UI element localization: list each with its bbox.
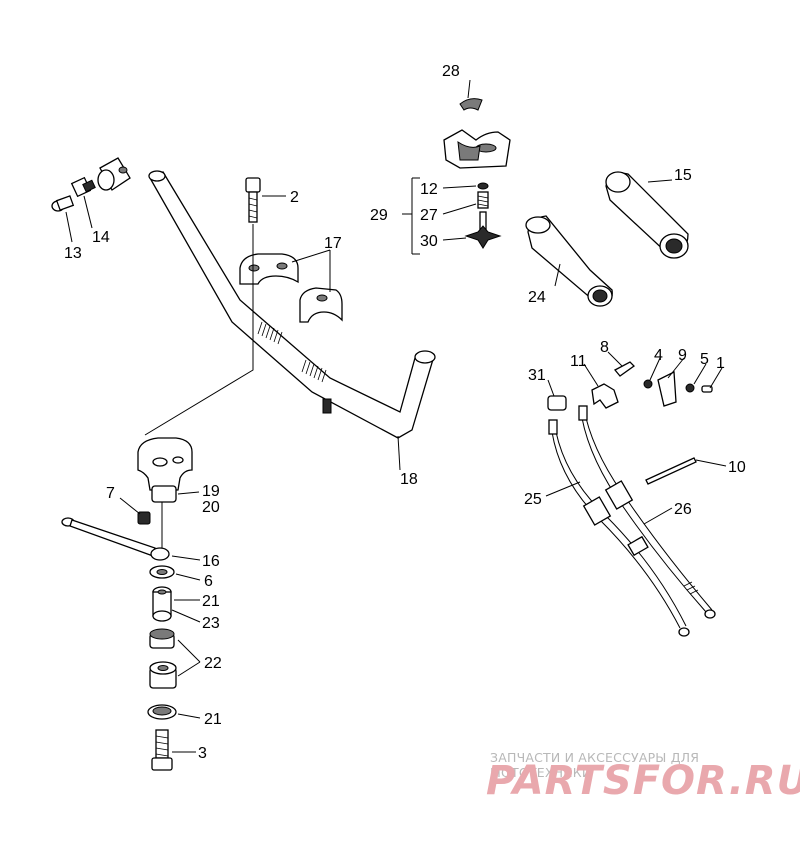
callout-21a: 21	[202, 593, 220, 610]
throttle-clamp-parts	[443, 98, 511, 249]
callout-2: 2	[290, 189, 299, 206]
callout-20: 20	[202, 499, 220, 516]
watermark-tagline: ЗАПЧАСТИ И АКСЕССУАРЫ ДЛЯ МОТОТЕХНИКИ	[490, 750, 700, 780]
callout-12: 12	[420, 181, 438, 198]
callout-1: 1	[716, 355, 725, 372]
callout-13: 13	[64, 245, 82, 262]
callout-24: 24	[528, 289, 546, 306]
control-cables-part	[548, 405, 716, 637]
handlebar-part	[148, 170, 436, 439]
callout-28: 28	[442, 63, 460, 80]
ground-strap-part	[61, 517, 170, 561]
callout-29: 29	[370, 207, 388, 224]
throttle-grip-part	[525, 215, 613, 307]
callout-7: 7	[106, 485, 115, 502]
callout-19: 19	[202, 483, 220, 500]
callout-18: 18	[400, 471, 418, 488]
watermark-logo: PARTSFOR.RU	[486, 758, 800, 804]
callout-22: 22	[204, 655, 222, 672]
callout-23: 23	[202, 615, 220, 632]
bolt-2-part	[245, 177, 261, 223]
callout-30: 30	[420, 233, 438, 250]
cable-hardware-parts	[547, 361, 713, 485]
callout-27: 27	[420, 207, 438, 224]
callout-17: 17	[324, 235, 342, 252]
callout-25: 25	[524, 491, 542, 508]
riser-hardware-stack	[147, 565, 177, 771]
callout-16: 16	[202, 553, 220, 570]
callout-8: 8	[600, 339, 609, 356]
callout-10: 10	[728, 459, 746, 476]
callout-26: 26	[674, 501, 692, 518]
adjuster-parts	[51, 157, 131, 212]
upper-clamp-part	[239, 253, 343, 323]
callout-14: 14	[92, 229, 110, 246]
clutch-grip-part	[605, 171, 689, 259]
riser-part	[137, 437, 193, 503]
callout-5: 5	[700, 351, 709, 368]
callout-21b: 21	[204, 711, 222, 728]
callout-3: 3	[198, 745, 207, 762]
callout-31: 31	[528, 367, 546, 384]
callout-4: 4	[654, 347, 663, 364]
nut-7-part	[137, 511, 151, 525]
callout-11: 11	[570, 353, 587, 370]
callout-6: 6	[204, 573, 213, 590]
callout-15: 15	[674, 167, 692, 184]
callout-9: 9	[678, 347, 687, 364]
